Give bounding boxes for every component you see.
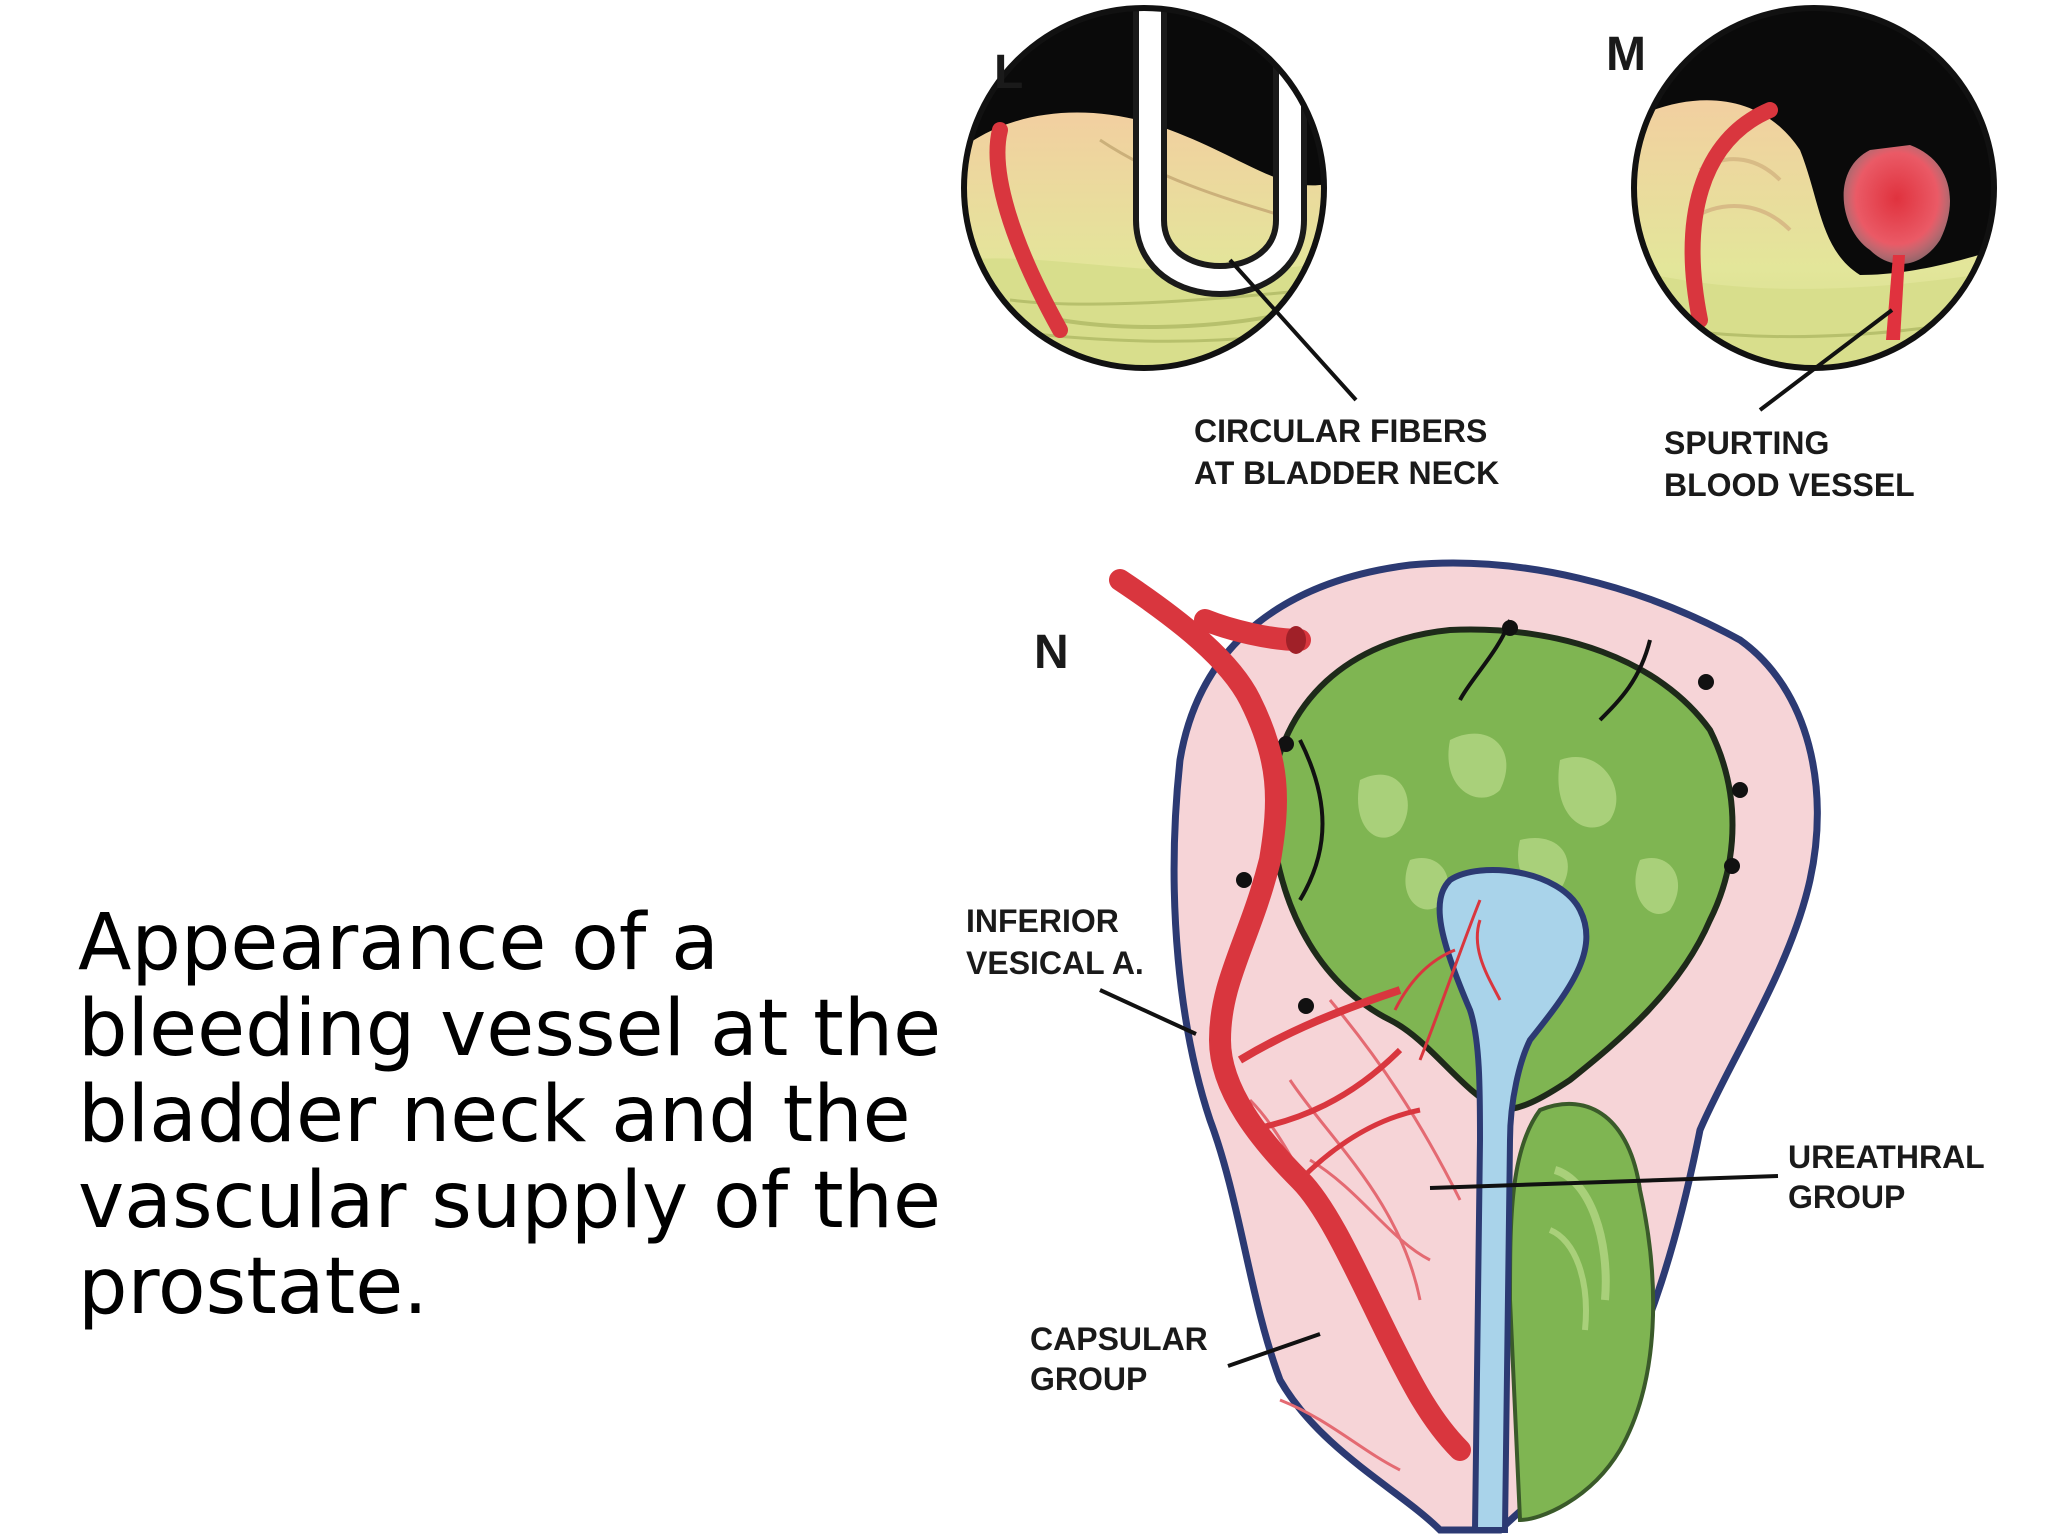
inferior-vesical-artery: [1109, 569, 1471, 1461]
panel-m-leader-line: [1758, 308, 1894, 412]
panel-m-letter: M: [1606, 28, 1646, 81]
panel-m-circle: [1631, 5, 1997, 371]
panel-l-letter: L: [994, 46, 1023, 99]
caption: Appearance of a bleeding vessel at the b…: [78, 898, 942, 1332]
caption-line: prostate.: [78, 1242, 428, 1332]
caption-line: bladder neck and the: [78, 1070, 911, 1160]
caption-line: Appearance of a: [78, 898, 719, 988]
prostate-lobe: [1507, 1101, 1656, 1523]
capsular-group-leader-line: [1227, 1332, 1321, 1368]
panel-n-letter: N: [1034, 626, 1069, 679]
panel-l-circle: [961, 5, 1327, 371]
panel-l-label-line: AT BLADDER NECK: [1194, 455, 1499, 491]
capsular-group-label-line: GROUP: [1030, 1361, 1147, 1397]
inferior-vesical-leader-line: [1099, 988, 1197, 1036]
panel-l-label-line: CIRCULAR FIBERS: [1194, 413, 1487, 449]
panel-m-label-line: BLOOD VESSEL: [1664, 467, 1915, 503]
panel-m-label-line: SPURTING: [1664, 425, 1829, 461]
ureathral-group-leader-line: [1429, 1174, 1779, 1190]
ureathral-group-label-line: GROUP: [1788, 1179, 1905, 1215]
inferior-vesical-label-line: VESICAL A.: [966, 945, 1144, 981]
bladder-prostate-illustration: [1109, 559, 1821, 1534]
capsular-group-label-line: CAPSULAR: [1030, 1321, 1208, 1357]
urethra: [1436, 867, 1590, 1533]
ureathral-group-label-line: UREATHRAL: [1788, 1139, 1985, 1175]
panel-l-leader-line: [1228, 258, 1358, 402]
inferior-vesical-label-line: INFERIOR: [966, 903, 1119, 939]
caption-line: vascular supply of the: [78, 1156, 941, 1246]
caption-line: bleeding vessel at the: [78, 984, 942, 1074]
